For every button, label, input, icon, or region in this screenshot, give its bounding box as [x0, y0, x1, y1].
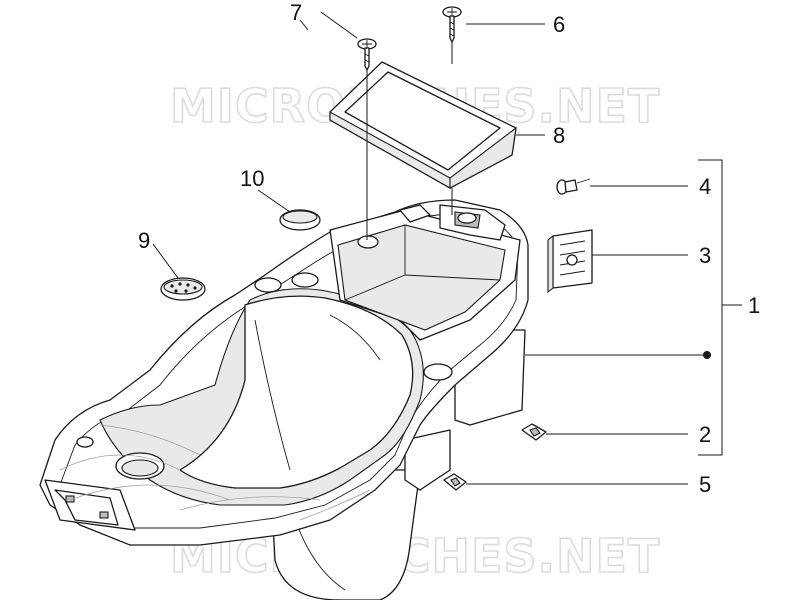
storage-lid [329, 61, 517, 189]
clip-nut-5 [443, 473, 467, 491]
screw-7 [357, 38, 377, 71]
callout-6: 6 [553, 12, 565, 37]
callout-7: 7 [290, 0, 302, 25]
callout-4: 4 [699, 174, 711, 199]
callout-10: 10 [240, 166, 264, 191]
callout-1: 1 [748, 293, 760, 318]
callout-3: 3 [699, 243, 711, 268]
callout-5: 5 [699, 472, 711, 497]
rubber-plug-10 [279, 209, 321, 231]
helmet-compartment-body [39, 199, 529, 600]
clip-nut-2 [521, 423, 547, 441]
screw-6 [442, 6, 462, 43]
grommet-9 [160, 277, 206, 301]
bracket-plate-3 [547, 229, 593, 294]
rivet-4 [556, 178, 591, 195]
callout-8: 8 [553, 123, 565, 148]
callout-2: 2 [699, 422, 711, 447]
leader-lines [152, 11, 742, 485]
callout-9: 9 [138, 228, 150, 253]
